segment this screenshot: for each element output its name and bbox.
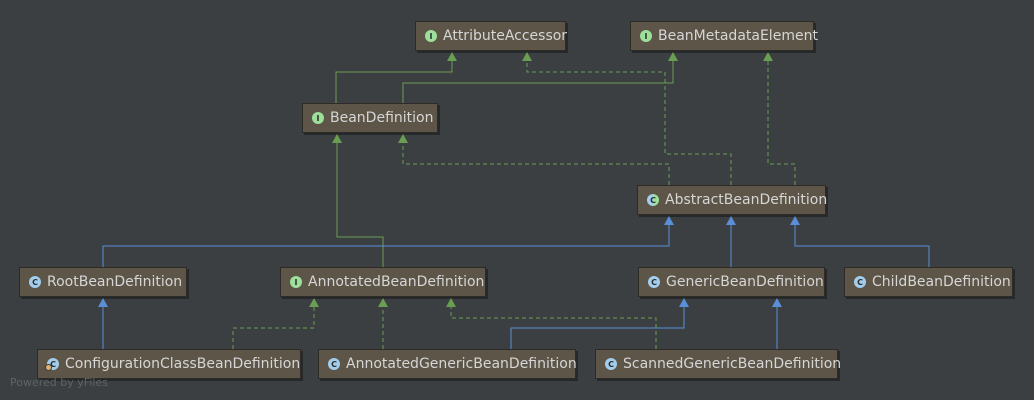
edge-extends xyxy=(336,134,384,267)
arrowhead xyxy=(726,216,736,225)
class-icon: C xyxy=(605,358,617,370)
interface-icon: I xyxy=(312,112,324,124)
arrowhead xyxy=(522,52,532,61)
node-generic-bean-definition[interactable]: C GenericBeanDefinition xyxy=(638,267,825,297)
node-label: ScannedGenericBeanDefinition xyxy=(623,356,842,372)
edge-implements xyxy=(232,298,315,349)
node-label: AbstractBeanDefinition xyxy=(665,192,828,208)
class-icon: C xyxy=(648,276,660,288)
interface-icon: I xyxy=(640,30,652,42)
edge-implements xyxy=(402,134,670,185)
abstract-class-icon: C xyxy=(647,194,659,206)
edge-implements xyxy=(450,298,657,349)
edge-implements xyxy=(526,52,732,185)
node-annotated-bean-definition[interactable]: I AnnotatedBeanDefinition xyxy=(280,267,486,297)
arrowhead xyxy=(98,298,108,307)
edge-implements xyxy=(767,52,796,185)
node-label: GenericBeanDefinition xyxy=(666,274,824,290)
arrowhead xyxy=(772,298,782,307)
configuration-class-icon: C xyxy=(45,358,59,371)
node-abstract-bean-definition[interactable]: C AbstractBeanDefinition xyxy=(637,185,828,215)
interface-icon: I xyxy=(290,276,302,288)
class-icon: C xyxy=(328,358,340,370)
arrowhead xyxy=(378,298,388,307)
node-root-bean-definition[interactable]: C RootBeanDefinition xyxy=(19,267,187,297)
node-label: BeanDefinition xyxy=(330,110,434,126)
arrowhead xyxy=(790,216,800,225)
arrowhead xyxy=(763,52,773,61)
node-configuration-class-bean-definition[interactable]: C ConfigurationClassBeanDefinition xyxy=(37,349,301,379)
node-label: RootBeanDefinition xyxy=(47,274,183,290)
arrowhead xyxy=(398,134,408,143)
node-bean-metadata-element[interactable]: I BeanMetadataElement xyxy=(630,21,818,51)
arrowhead xyxy=(446,298,456,307)
node-label: ChildBeanDefinition xyxy=(872,274,1011,290)
arrowhead xyxy=(332,134,342,143)
node-label: BeanMetadataElement xyxy=(658,28,818,44)
node-attribute-accessor[interactable]: I AttributeAccessor xyxy=(415,21,568,51)
edge-inherits xyxy=(794,216,930,267)
arrowhead xyxy=(664,216,674,225)
class-icon: C xyxy=(854,276,866,288)
arrowhead xyxy=(309,298,319,307)
node-bean-definition[interactable]: I BeanDefinition xyxy=(302,103,438,133)
edge-inherits xyxy=(102,216,670,267)
node-annotated-generic-bean-definition[interactable]: C AnnotatedGenericBeanDefinition xyxy=(318,349,577,379)
edge-extends xyxy=(335,52,453,103)
edge-extends xyxy=(402,52,674,103)
arrowhead xyxy=(679,298,689,307)
node-label: AnnotatedGenericBeanDefinition xyxy=(346,356,577,372)
watermark: Powered by yFiles xyxy=(10,376,108,389)
arrowhead xyxy=(668,52,678,61)
node-scanned-generic-bean-definition[interactable]: C ScannedGenericBeanDefinition xyxy=(595,349,842,379)
class-icon: C xyxy=(29,276,41,288)
node-child-bean-definition[interactable]: C ChildBeanDefinition xyxy=(844,267,1013,297)
node-label: AttributeAccessor xyxy=(443,28,568,44)
node-label: ConfigurationClassBeanDefinition xyxy=(65,356,301,372)
node-label: AnnotatedBeanDefinition xyxy=(308,274,485,290)
interface-icon: I xyxy=(425,30,437,42)
edge-inherits xyxy=(510,298,685,349)
arrowhead xyxy=(447,52,457,61)
